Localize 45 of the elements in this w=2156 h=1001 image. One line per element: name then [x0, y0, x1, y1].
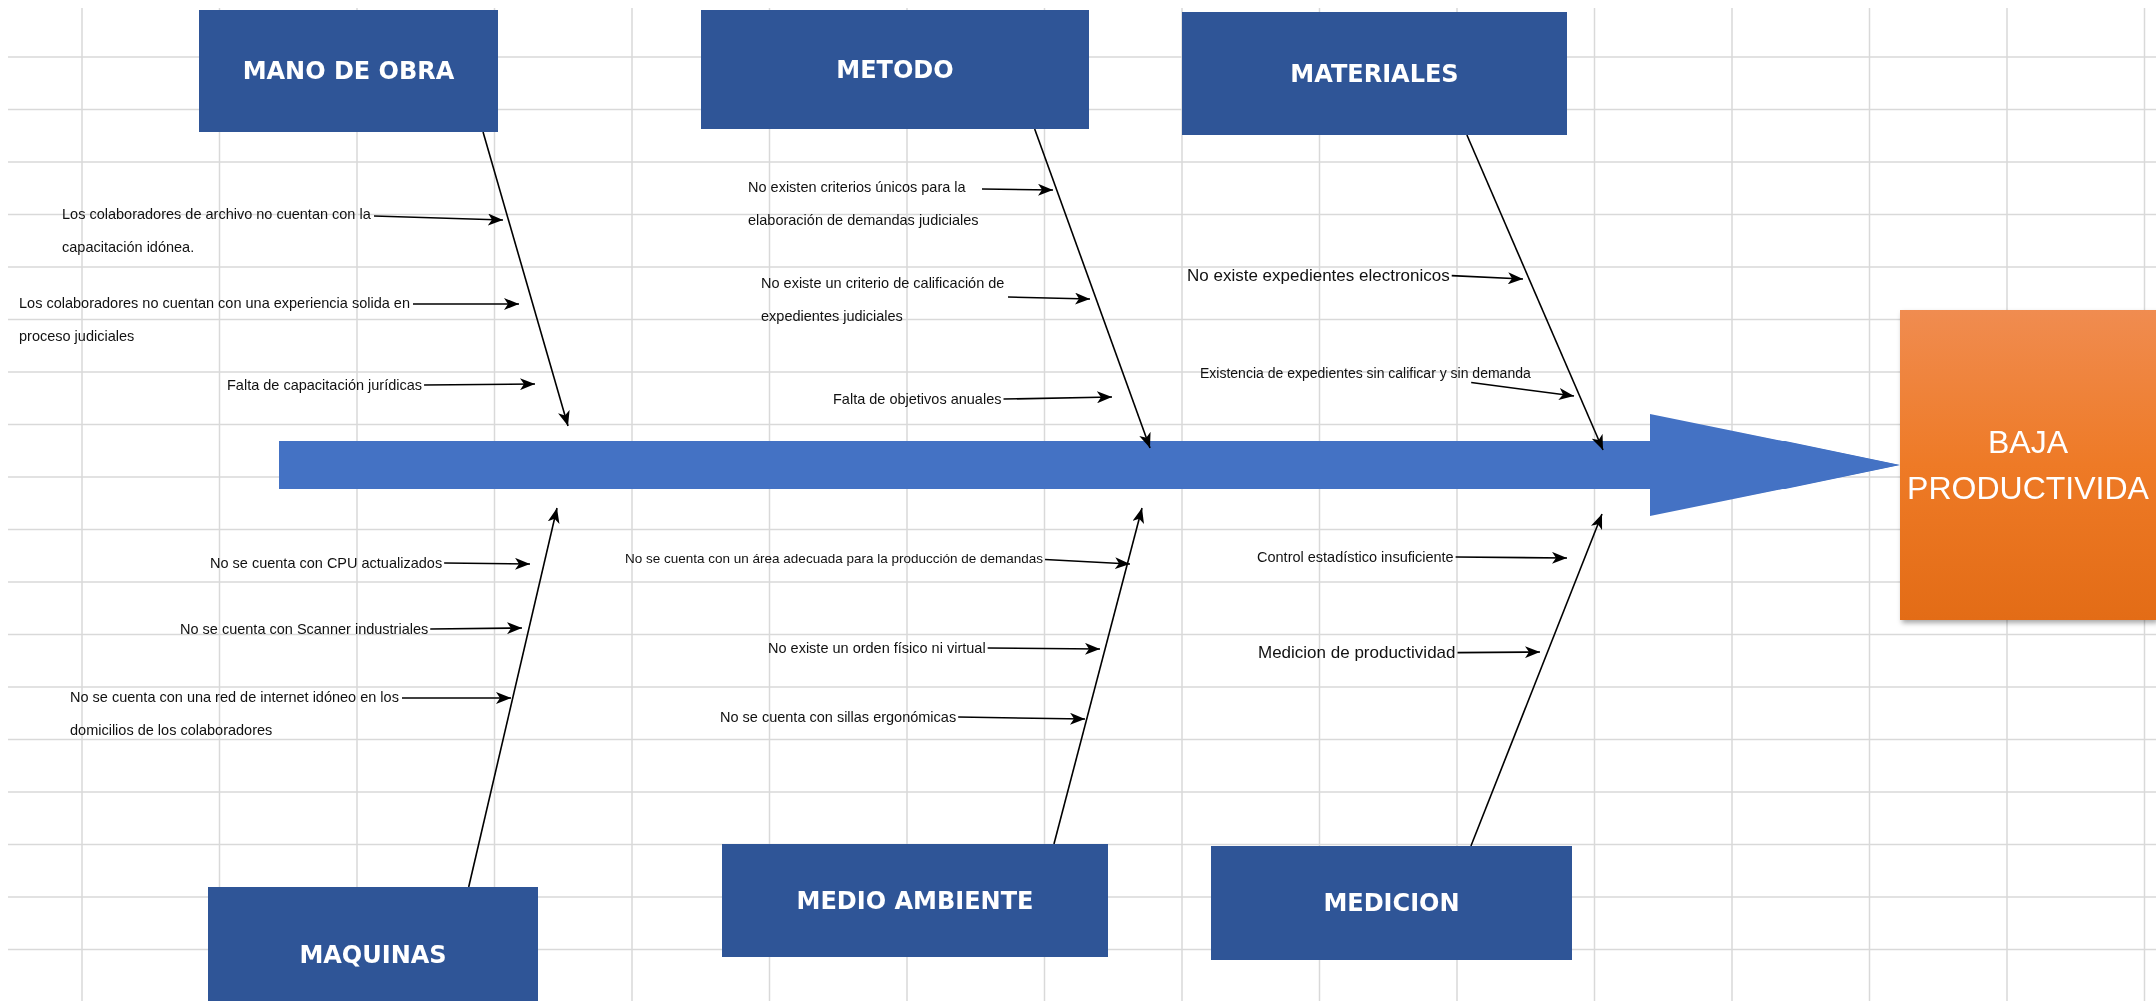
arrow: [373, 213, 504, 226]
cause-text: Control estadístico insuficiente: [1257, 548, 1454, 567]
arrow: [429, 622, 523, 635]
arrow: [1450, 272, 1524, 285]
cause-text: No existe un orden físico ni virtual: [768, 639, 986, 658]
category-box: MATERIALES: [1182, 12, 1567, 135]
bone-arrow: [482, 131, 570, 427]
cause-text: Falta de capacitación jurídicas: [227, 376, 423, 395]
cause-text: No se cuenta con una red de internet idóneo en los domicilios de los colaboradores: [70, 681, 400, 747]
arrow: [1470, 381, 1575, 400]
bone-arrow: [1053, 507, 1144, 845]
arrow: [981, 183, 1054, 196]
category-box: MAQUINAS: [208, 887, 538, 1001]
arrow: [1456, 646, 1541, 659]
arrow: [1002, 391, 1113, 404]
cause-text: Existencia de expedientes sin calificar y sin demanda: [1200, 365, 1531, 383]
category-box: METODO: [701, 10, 1089, 129]
cause-text: No se cuenta con sillas ergonómicas: [720, 708, 957, 727]
cause-text: No existe un criterio de calificación de expedientes judiciales: [761, 267, 1006, 333]
cause-text: No se cuenta con CPU actualizados: [210, 554, 443, 573]
cause-text: No se cuenta con un área adecuada para la producción de demandas: [625, 551, 1044, 568]
cause-text: No se cuenta con Scanner industriales: [180, 620, 429, 639]
arrow: [986, 642, 1101, 655]
effect-box: BAJA PRODUCTIVIDA: [1900, 310, 2156, 620]
arrow: [957, 712, 1086, 725]
cause-text: Medicion de productividad: [1258, 642, 1456, 664]
category-box: MEDICION: [1211, 846, 1572, 960]
arrow: [1044, 557, 1131, 570]
bone-arrow: [1470, 513, 1603, 847]
cause-text: No existen criterios únicos para la elaboración de demandas judiciales: [748, 171, 980, 237]
arrow: [443, 557, 531, 570]
arrow: [1454, 551, 1568, 564]
bone-arrow: [1466, 134, 1604, 451]
cause-text: Falta de objetivos anuales: [833, 390, 1002, 409]
arrow: [1007, 292, 1091, 305]
cause-text: Los colaboradores de archivo no cuentan con la capacitación idónea.: [62, 198, 372, 264]
cause-text: Los colaboradores no cuentan con una experiencia solida en proceso judiciales: [19, 287, 411, 353]
arrow: [423, 378, 536, 391]
arrow: [412, 298, 520, 310]
category-box: MEDIO AMBIENTE: [722, 844, 1108, 957]
bone-arrow: [467, 507, 560, 888]
arrow: [401, 692, 512, 704]
bone-arrow: [1033, 128, 1151, 449]
category-box: MANO DE OBRA: [199, 10, 498, 132]
cause-text: No existe expedientes electronicos: [1187, 265, 1450, 287]
